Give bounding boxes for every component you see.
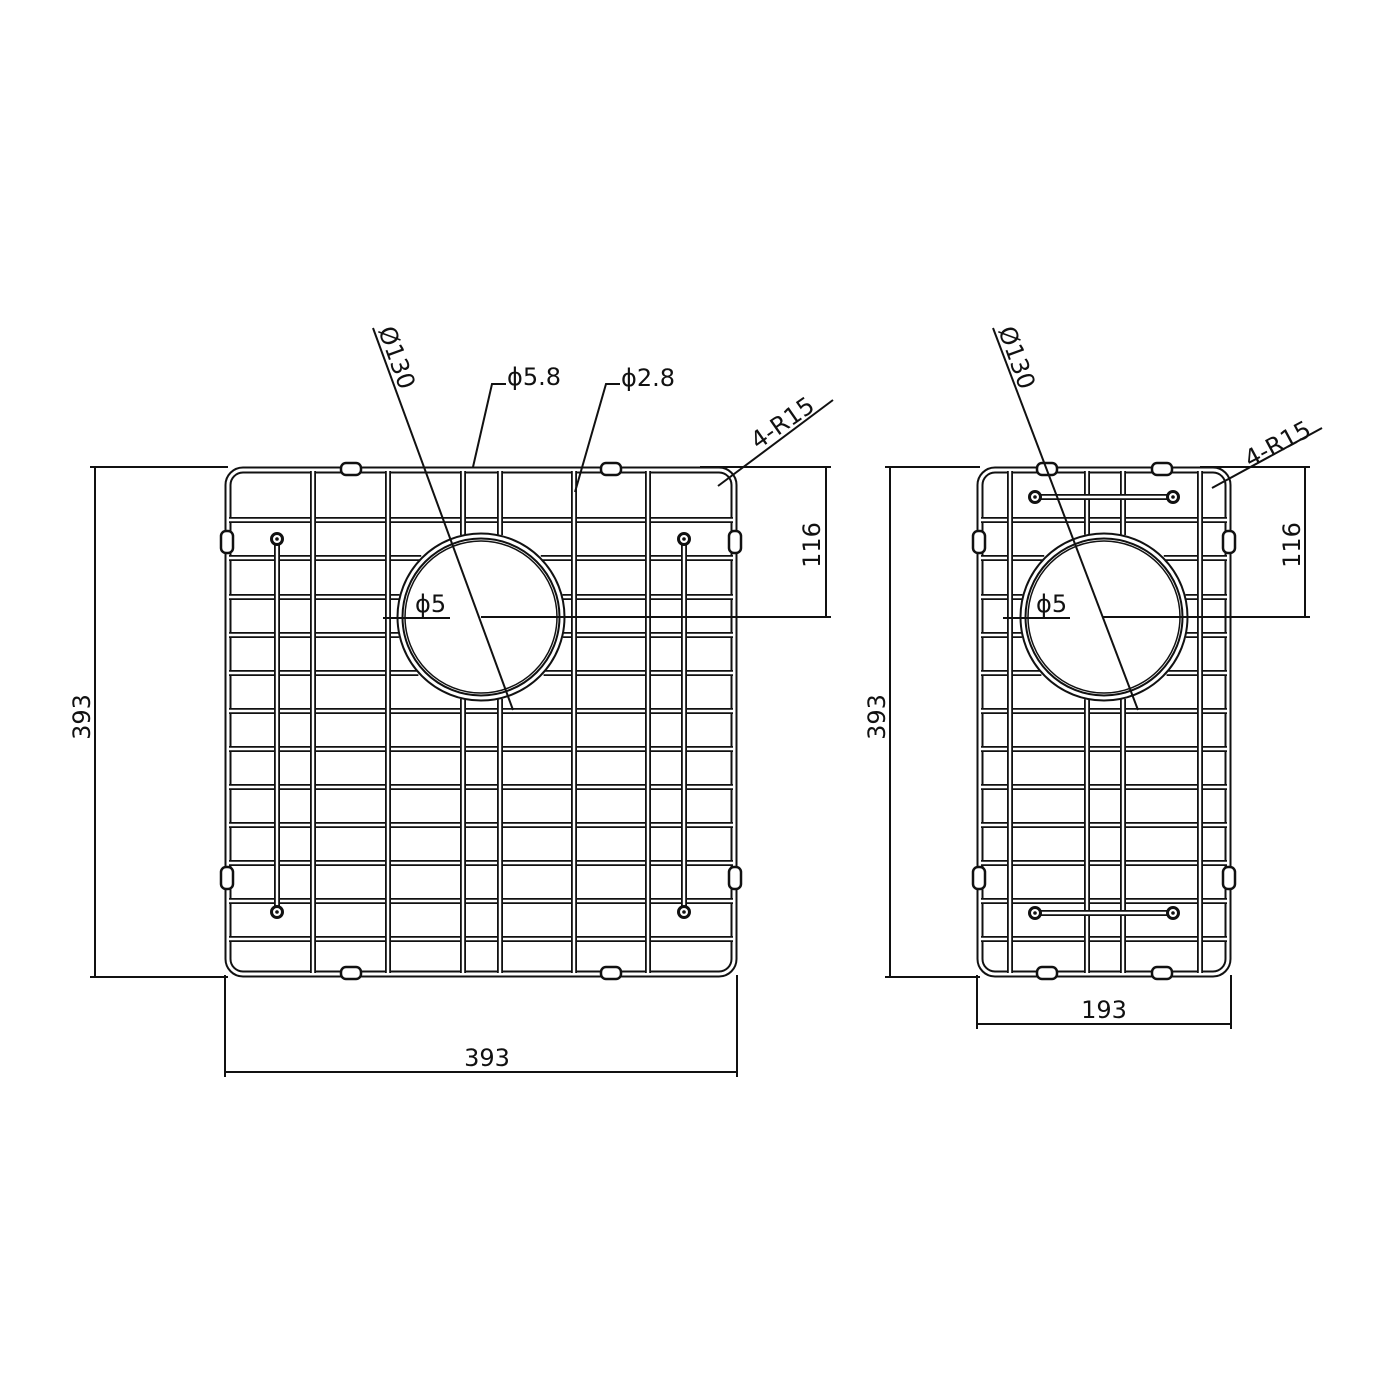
- rubber-foot: [971, 865, 987, 891]
- rubber-foot: [219, 865, 235, 891]
- left-corner-radius-label: 4-R15: [745, 391, 819, 455]
- rubber-foot: [339, 461, 363, 477]
- rubber-foot: [599, 965, 623, 981]
- right-drain-diameter-label: Ø130: [992, 322, 1040, 392]
- frame-wire: [224, 466, 738, 978]
- right-ring-wire-label: ϕ5: [1036, 590, 1067, 618]
- frame-core: [226, 468, 736, 976]
- rubber-foot: [1150, 461, 1174, 477]
- rubber-foot: [971, 529, 987, 555]
- right-width-label: 193: [1081, 996, 1127, 1024]
- bar-end-center: [682, 910, 686, 914]
- left-radius-leader: [717, 399, 834, 487]
- right-offset-label: 116: [1278, 522, 1306, 568]
- left-width-label: 393: [464, 1044, 510, 1072]
- rubber-foot: [727, 529, 743, 555]
- right-height-label: 393: [863, 694, 891, 740]
- bar-end-center: [1171, 911, 1175, 915]
- left-diameter-leader: [372, 327, 514, 711]
- bar-end-center: [275, 537, 279, 541]
- right-diameter-leader: [992, 327, 1139, 711]
- left-frame-wire-label: ϕ5.8: [507, 363, 561, 391]
- bar-end-center: [682, 537, 686, 541]
- right-height-dimension: [885, 466, 980, 978]
- left-offset-label: 116: [798, 522, 826, 568]
- left-height-label: 393: [68, 694, 96, 740]
- right-offset-dimension: [1103, 466, 1310, 618]
- rubber-foot: [1035, 965, 1059, 981]
- left-grid-wire-leader: [574, 383, 620, 493]
- left-frame-wire-leader: [472, 383, 506, 468]
- frame-core: [978, 468, 1230, 976]
- rubber-foot: [599, 461, 623, 477]
- bar-end-center: [1171, 495, 1175, 499]
- left-offset-dimension: [481, 466, 831, 618]
- rubber-foot: [727, 865, 743, 891]
- left-grate: [219, 461, 743, 981]
- rubber-foot: [1150, 965, 1174, 981]
- rubber-foot: [1221, 529, 1237, 555]
- rubber-foot: [339, 965, 363, 981]
- right-width-dimension: [976, 975, 1232, 1029]
- bar-end-center: [275, 910, 279, 914]
- left-width-dimension: [224, 975, 738, 1077]
- right-corner-radius-label: 4-R15: [1240, 415, 1316, 473]
- left-grid-wire-label: ϕ2.8: [621, 364, 675, 392]
- left-ring-wire-label: ϕ5: [415, 590, 446, 618]
- bar-end-center: [1033, 495, 1037, 499]
- left-height-dimension: [90, 466, 228, 978]
- left-drain-diameter-label: Ø130: [372, 322, 420, 392]
- right-radius-leader: [1211, 427, 1323, 489]
- bar-end-center: [1033, 911, 1037, 915]
- rubber-foot: [1221, 865, 1237, 891]
- frame-wire: [976, 466, 1232, 978]
- right-grate: [971, 461, 1237, 981]
- rubber-foot: [219, 529, 235, 555]
